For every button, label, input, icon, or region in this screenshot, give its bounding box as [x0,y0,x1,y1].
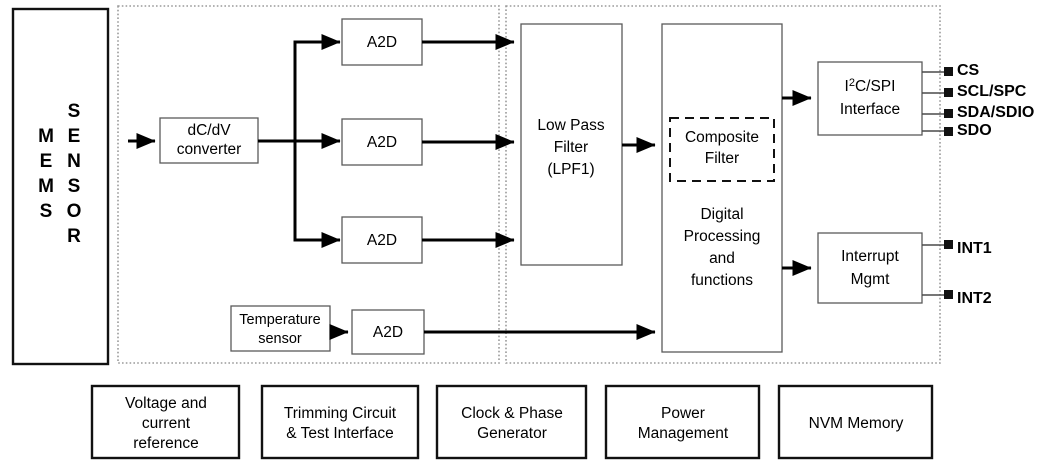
wire-converter-to-adc1 [293,33,341,141]
sensor-letter-0: S [68,101,81,122]
dsp-label-line2: Processing [684,228,761,245]
dsp-label-line1: Digital [700,206,743,223]
pin-square-int1 [944,240,953,249]
pin-square-sdo [944,127,953,136]
bottom-block-2-line2: Generator [477,425,547,442]
interrupt-mgmt-block[interactable] [817,232,923,304]
adc-label-2: A2D [367,134,397,151]
interrupt-label-line1: Interrupt [841,248,899,265]
mems-letter-2: M [38,176,54,197]
pin-square-int2 [944,290,953,299]
sensor-letter-2: N [67,151,81,172]
pin-label-cs: CS [957,62,980,79]
composite-filter-label-line1: Composite [685,129,759,146]
dcdv-converter-block[interactable] [159,117,259,164]
pin-label-scl-spc: SCL/SPC [957,83,1027,100]
pin-square-sda [944,109,953,118]
dsp-label-line4: functions [691,272,753,289]
dcdv-label-line2: converter [177,141,242,158]
mems-letter-0: M [38,126,54,147]
dcdv-label-line1: dC/dV [187,122,231,139]
bottom-block-clock-phase-generator[interactable] [435,384,588,460]
dsp-label-line3: and [709,250,735,267]
bottom-block-nvm-memory[interactable] [777,384,934,460]
temperature-label-line1: Temperature [239,312,320,328]
temperature-sensor-block[interactable] [230,305,331,352]
sensor-letter-5: R [67,226,81,247]
composite-filter-label-line2: Filter [705,150,739,167]
i2c-spi-label-i: I [845,78,849,95]
bottom-block-power-management[interactable] [604,384,761,460]
bottom-block-2-line1: Clock & Phase [461,405,563,422]
sensor-letter-1: E [68,126,81,147]
bottom-block-1-line2: & Test Interface [286,425,393,442]
lpf-label-line1: Low Pass [537,117,604,134]
interrupt-label-line2: Mgmt [851,271,890,288]
adc-block-3[interactable] [341,216,423,264]
pin-label-sda-sdio: SDA/SDIO [957,104,1034,121]
i2c-spi-interface-block[interactable] [817,61,923,136]
adc-label-1: A2D [367,34,397,51]
digital-processing-block[interactable] [661,23,783,353]
pin-label-sdo: SDO [957,122,992,139]
low-pass-filter-block[interactable] [520,23,623,266]
sensor-letter-3: S [68,176,81,197]
bottom-block-0-line1: Voltage and [125,395,207,412]
bottom-block-3-line1: Power [661,405,705,422]
bottom-block-3-line2: Management [638,425,729,442]
sensor-letter-4: O [67,201,82,222]
bottom-block-4-line1: NVM Memory [809,415,904,432]
digital-region-boundary [505,5,941,364]
mems-letter-1: E [40,151,53,172]
bottom-block-0-line3: reference [133,435,198,452]
temperature-adc-label: A2D [373,324,403,341]
analog-region-boundary [117,5,500,364]
i2c-spi-label-line1: I2C/SPI [845,77,896,95]
pin-square-scl [944,88,953,97]
temperature-adc-block[interactable] [351,309,425,355]
i2c-spi-label-line2: Interface [840,101,900,118]
pin-label-int1: INT1 [957,240,992,257]
bottom-block-trimming-circuit[interactable] [260,384,420,460]
bottom-block-voltage-current-reference[interactable] [90,384,241,460]
i2c-spi-label-superscript: 2 [849,77,855,89]
mems-sensor-block[interactable] [11,7,110,366]
pin-square-cs [944,67,953,76]
mems-letter-3: S [40,201,53,222]
lpf-label-line2: Filter [554,139,588,156]
i2c-spi-label-cspi: C/SPI [855,78,895,95]
pin-label-int2: INT2 [957,290,992,307]
adc-label-3: A2D [367,232,397,249]
temperature-label-line2: sensor [258,331,302,347]
lpf-label-line3: (LPF1) [547,161,594,178]
wire-converter-to-adc3 [293,141,341,249]
bottom-block-0-line2: current [142,415,191,432]
composite-filter-block[interactable] [669,117,775,182]
adc-block-1[interactable] [341,18,423,66]
bottom-block-1-line1: Trimming Circuit [284,405,397,422]
